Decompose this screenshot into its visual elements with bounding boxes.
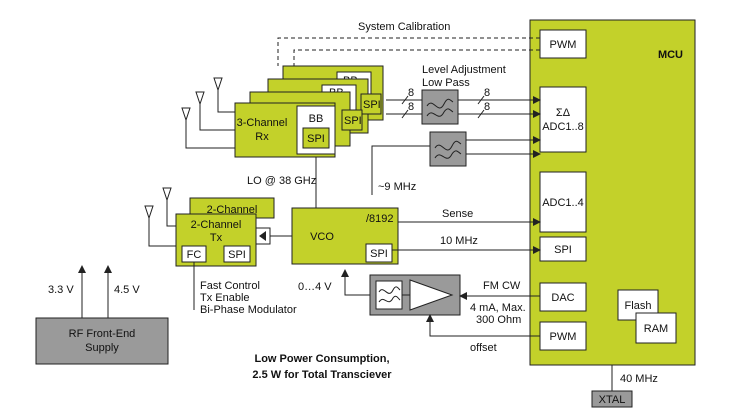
svg-text:ADC1..8: ADC1..8 <box>542 121 584 133</box>
rx-antenna-icon <box>181 77 235 149</box>
svg-text:RAM: RAM <box>644 323 668 335</box>
low-pass-filter-top: Level Adjustment Low Pass 8 8 8 8 <box>386 64 541 125</box>
filter-amplifier-block <box>369 274 461 316</box>
svg-text:2.5 W for Total Transciever: 2.5 W for Total Transciever <box>252 369 392 381</box>
offset-link: offset <box>426 314 540 354</box>
svg-text:Flash: Flash <box>625 300 652 312</box>
svg-text:2-Channel: 2-Channel <box>191 219 242 231</box>
svg-text:Tx: Tx <box>210 232 223 244</box>
power-note: Low Power Consumption, 2.5 W for Total T… <box>252 353 392 381</box>
svg-text:Low Pass: Low Pass <box>422 77 470 89</box>
svg-text:LO @ 38 GHz: LO @ 38 GHz <box>247 175 316 187</box>
svg-text:0…4 V: 0…4 V <box>298 281 332 293</box>
svg-text:ADC1..4: ADC1..4 <box>542 197 584 209</box>
svg-text:3-Channel: 3-Channel <box>237 117 288 129</box>
svg-text:Supply: Supply <box>85 342 119 354</box>
svg-text:4.5 V: 4.5 V <box>114 284 140 296</box>
svg-text:Tx Enable: Tx Enable <box>200 292 250 304</box>
svg-text:~9 MHz: ~9 MHz <box>378 181 416 193</box>
svg-text:8: 8 <box>484 101 490 113</box>
svg-text:2-Channel: 2-Channel <box>207 204 258 216</box>
svg-text:Bi-Phase Modulator: Bi-Phase Modulator <box>200 304 297 316</box>
svg-text:8: 8 <box>408 101 414 113</box>
ram-block: RAM <box>635 312 677 344</box>
vco-block: VCO /8192 SPI <box>291 207 399 265</box>
fast-control-link: Fast Control Tx Enable Bi-Phase Modulato… <box>193 262 297 316</box>
svg-text:SPI: SPI <box>228 249 246 261</box>
svg-text:Level Adjustment: Level Adjustment <box>422 64 506 76</box>
svg-text:/8192: /8192 <box>366 213 394 225</box>
svg-text:RF Front-End: RF Front-End <box>69 328 136 340</box>
svg-text:Low Power Consumption,: Low Power Consumption, <box>254 353 389 365</box>
svg-text:SPI: SPI <box>370 248 388 260</box>
pwm-bottom-block: PWM <box>539 321 587 351</box>
adc-1-4-block: ADC1..4 <box>539 171 587 233</box>
svg-text:SPI: SPI <box>307 133 325 145</box>
spi-mcu-block: SPI <box>539 236 587 262</box>
lo-link: LO @ 38 GHz <box>247 157 317 208</box>
svg-text:Rx: Rx <box>255 131 269 143</box>
rx-3channel-block: 3-Channel Rx BB SPI <box>234 102 336 158</box>
svg-text:VCO: VCO <box>310 231 334 243</box>
svg-text:FM CW: FM CW <box>483 280 521 292</box>
tx-2channel-block: 2-Channel 2-Channel Tx FC SPI <box>175 197 292 267</box>
tx-antenna-icon <box>144 187 176 247</box>
adc-1-8-block: ΣΔ ADC1..8 <box>539 86 587 153</box>
svg-text:300 Ohm: 300 Ohm <box>476 314 521 326</box>
dac-link: FM CW 4 mA, Max. 300 Ohm <box>459 280 540 326</box>
mcu-label: MCU <box>658 49 683 61</box>
svg-text:SPI: SPI <box>554 244 572 256</box>
svg-text:3.3 V: 3.3 V <box>48 284 74 296</box>
svg-text:4 mA, Max.: 4 mA, Max. <box>470 302 526 314</box>
svg-text:FC: FC <box>187 249 202 261</box>
supply-block: 3.3 V 4.5 V RF Front-End Supply <box>35 265 169 365</box>
system-calibration-label: System Calibration <box>358 21 450 33</box>
svg-text:8: 8 <box>408 87 414 99</box>
svg-text:SPI: SPI <box>344 115 362 127</box>
svg-text:XTAL: XTAL <box>599 394 626 406</box>
xtal-block: 40 MHz XTAL <box>591 365 658 408</box>
mcu-block: MCU PWM ΣΔ ADC1..8 ADC1..4 SPI DAC PWM F… <box>529 19 696 366</box>
svg-text:Sense: Sense <box>442 208 473 220</box>
system-calibration-lines: System Calibration <box>277 21 540 66</box>
svg-text:Fast Control: Fast Control <box>200 280 260 292</box>
svg-text:DAC: DAC <box>551 292 574 304</box>
svg-text:ΣΔ: ΣΔ <box>556 107 571 119</box>
mhz-10-line: 10 MHz <box>392 235 541 254</box>
svg-text:BB: BB <box>309 113 324 125</box>
svg-text:PWM: PWM <box>550 331 577 343</box>
svg-text:10 MHz: 10 MHz <box>440 235 478 247</box>
low-pass-filter-mid: ~9 MHz <box>371 131 541 195</box>
xtal-freq-label: 40 MHz <box>620 373 658 385</box>
rx-stack: BB BB SPI SPI 3-Channel Rx BB SPI <box>181 65 384 158</box>
svg-text:8: 8 <box>484 87 490 99</box>
dac-block: DAC <box>539 282 587 312</box>
pwm-top-block: PWM <box>539 29 587 59</box>
svg-text:offset: offset <box>470 342 497 354</box>
vtune-link: 0…4 V <box>298 269 370 296</box>
svg-text:PWM: PWM <box>550 39 577 51</box>
svg-text:SPI: SPI <box>363 99 381 111</box>
sense-line: Sense <box>398 208 541 226</box>
